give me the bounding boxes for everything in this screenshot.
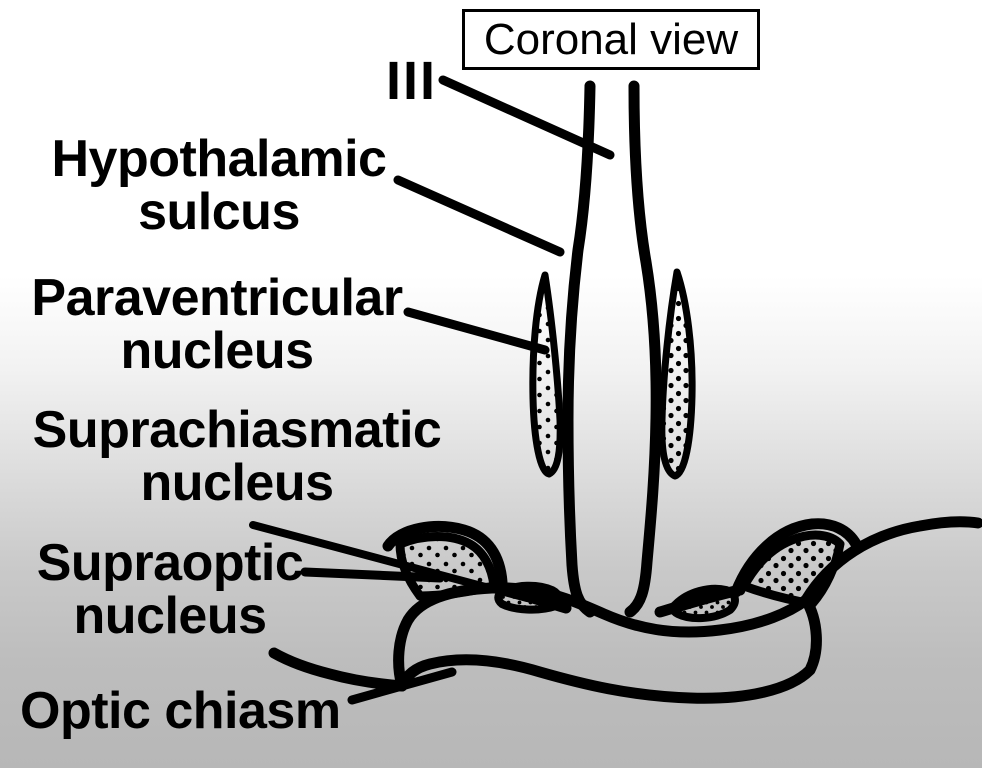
paraventricular-nucleus-right-shape bbox=[658, 268, 696, 480]
label-supraoptic-nucleus: Supraoptic nucleus bbox=[36, 534, 304, 646]
hypothalamic-floor bbox=[488, 580, 746, 618]
supraoptic-nucleus-left bbox=[382, 521, 508, 601]
floor-left-arch bbox=[488, 580, 572, 614]
title-box: Coronal view bbox=[462, 9, 760, 70]
label-suprachiasmatic-nucleus: Suprachiasmatic nucleus bbox=[32, 401, 442, 513]
leader-line-paraventricular bbox=[403, 307, 550, 355]
optic-chiasm bbox=[393, 582, 822, 704]
supraoptic-left-border bbox=[382, 521, 508, 588]
optic-chiasm-body bbox=[393, 582, 822, 704]
optic-nerve-left bbox=[268, 647, 408, 692]
paraventricular-nucleus-left bbox=[529, 271, 564, 478]
floor-right-arch bbox=[654, 584, 746, 618]
paraventricular-nucleus-left-shape bbox=[529, 271, 564, 478]
supraoptic-right-border bbox=[730, 518, 862, 598]
paraventricular-nucleus-right bbox=[658, 268, 696, 480]
label-optic-chiasm: Optic chiasm bbox=[20, 682, 341, 740]
title-box-label: Coronal view bbox=[483, 15, 739, 64]
supraoptic-nucleus-left-shape bbox=[395, 532, 499, 601]
label-paraventricular-nucleus: Paraventricular nucleus bbox=[31, 269, 403, 381]
optic-nerves bbox=[268, 516, 982, 692]
label-hypothalamic-sulcus: Hypothalamic sulcus bbox=[51, 130, 387, 242]
third-ventricle bbox=[562, 80, 662, 618]
third-ventricle-left-wall bbox=[562, 80, 596, 618]
leader-line-hypothalamic-sulcus bbox=[393, 175, 565, 257]
third-ventricle-right-wall bbox=[624, 80, 662, 618]
leader-line-third-ventricle bbox=[438, 75, 615, 160]
label-third-ventricle: III bbox=[386, 51, 438, 111]
supraoptic-nucleus-right bbox=[730, 518, 862, 609]
supraoptic-nucleus-right-shape bbox=[739, 530, 845, 609]
